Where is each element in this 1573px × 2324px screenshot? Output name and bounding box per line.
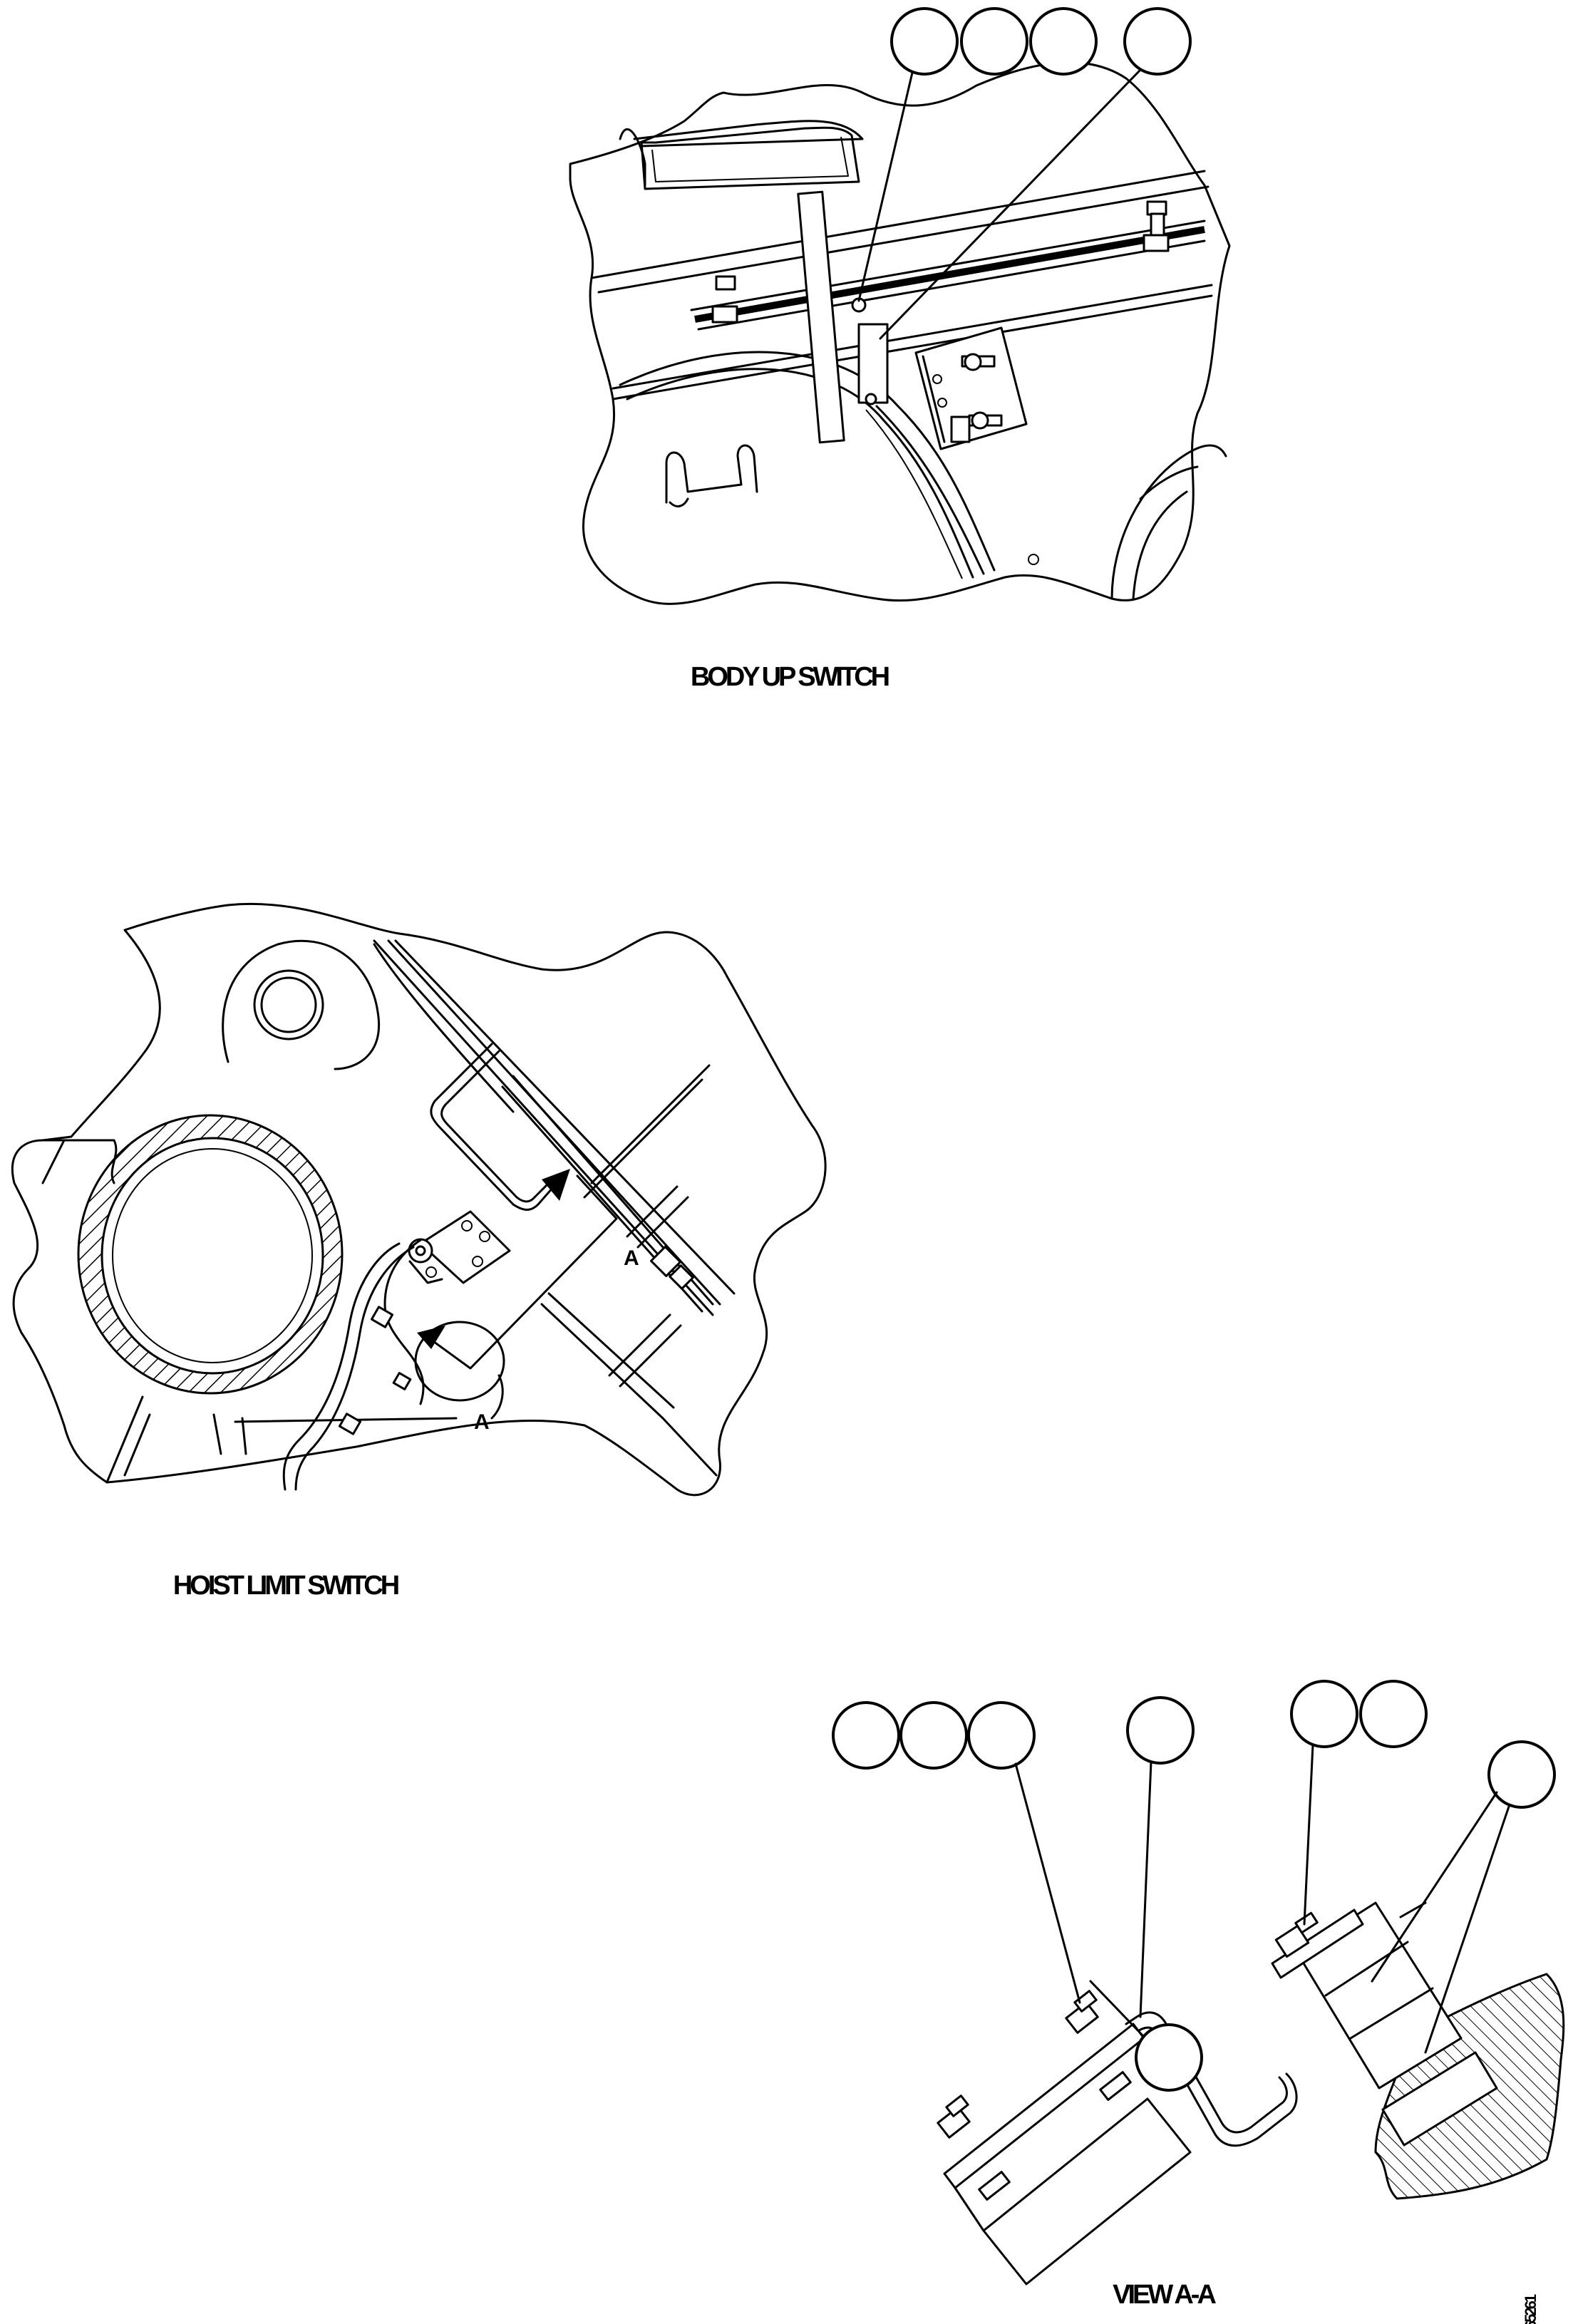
view-aa-z-bracket [1125, 2011, 1288, 2134]
view-aa-leader-3 [1303, 1743, 1314, 1926]
hoist-switch-bracket [419, 1210, 511, 1284]
hoist-tube-section [77, 1114, 344, 1395]
view-aa-balloon-7 [1487, 1740, 1556, 1809]
body-up-balloon-4 [1123, 7, 1192, 76]
view-aa-balloon-2 [899, 1701, 968, 1770]
hoist-section-arrow-1 [542, 1169, 570, 1201]
hoist-guard-loop [430, 1043, 564, 1211]
view-aa-balloon-4 [1126, 1696, 1195, 1765]
view-aa-balloon-6 [1359, 1680, 1428, 1748]
hoist-section-mark-a1: A [624, 1246, 639, 1270]
hoist-section-mark-a2: A [474, 1410, 490, 1434]
view-aa-right-plate [1381, 2051, 1498, 2147]
view-aa-leader-4 [1371, 1791, 1498, 1983]
body-up-break-outline [569, 61, 1231, 605]
body-up-bracket-plate [914, 326, 1028, 450]
drawing-number: 65261 [1522, 2294, 1540, 2324]
body-up-balloon-1 [890, 7, 959, 76]
view-aa-balloon-5 [1290, 1680, 1358, 1748]
view-aa-balloon-8 [1135, 2023, 1203, 2092]
view-aa-caption: VIEW A-A [1113, 2280, 1216, 2310]
view-aa-leader-5 [1424, 1803, 1511, 2054]
view-aa-balloon-1 [832, 1701, 900, 1770]
body-up-balloon-3 [1029, 7, 1098, 76]
body-up-balloon-2 [960, 7, 1028, 76]
hoist-break-outline [11, 902, 827, 1497]
view-aa-leader-1 [1014, 1762, 1081, 2004]
body-up-switch-post [797, 190, 845, 444]
hoist-caption: HOIST LIMIT SWITCH [173, 1571, 398, 1601]
hoist-cable [383, 1239, 425, 1405]
view-aa-leader-2 [1139, 1760, 1152, 2018]
body-up-handle [665, 444, 758, 507]
body-up-caption: BODY UP SWITCH [691, 662, 889, 692]
body-up-switch-view: BODY UP SWITCH [569, 7, 1231, 692]
body-up-housing [619, 120, 864, 187]
hoist-section-arrow-2 [417, 1326, 445, 1349]
view-a-a-detail: VIEW A-A 65261 [832, 1680, 1565, 2324]
hoist-pivot-pin [253, 969, 324, 1040]
hoist-section-line [430, 1174, 618, 1370]
view-aa-balloon-3 [967, 1701, 1036, 1770]
body-up-leader-1 [857, 71, 914, 302]
hoist-limit-switch-view: A A HOIST LIMIT SWITCH [11, 902, 827, 1601]
body-up-leader-2 [879, 68, 1142, 340]
view-aa-leader-6 [1089, 1980, 1145, 2038]
body-up-black-rail [694, 226, 1205, 323]
hoist-pivot-boss [222, 939, 380, 1070]
body-up-window [640, 126, 860, 190]
view-aa-bracket-plate-right [1271, 1909, 1364, 1979]
view-aa-switch-body-left [982, 2097, 1192, 2286]
body-up-beam-top [590, 170, 1206, 279]
